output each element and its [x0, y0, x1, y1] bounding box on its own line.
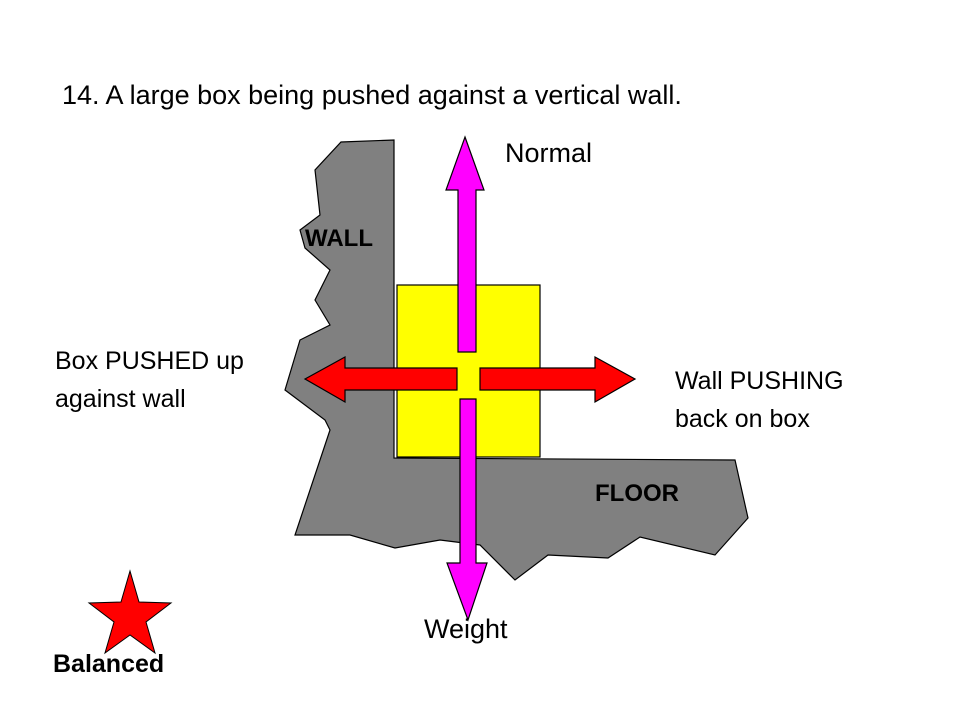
- star-icon: [87, 569, 173, 655]
- slide-title: 14. A large box being pushed against a v…: [62, 80, 682, 110]
- weight-force-arrow: [446, 398, 488, 622]
- weight-label: Weight: [424, 614, 508, 644]
- normal-force-arrow: [445, 135, 485, 353]
- reaction-label: Wall PUSHING back on box: [675, 362, 844, 438]
- balanced-label: Balanced: [53, 650, 165, 678]
- push-force-arrow: [303, 355, 458, 404]
- wall-and-floor-shape: [284, 139, 749, 581]
- reaction-label-line-1: Wall PUSHING: [675, 367, 844, 395]
- wall-label: WALL: [305, 225, 373, 252]
- normal-label: Normal: [505, 138, 593, 168]
- push-label-line-2: against wall: [55, 385, 186, 413]
- push-label-line-1: Box PUSHED up: [55, 347, 244, 375]
- push-label: Box PUSHED up against wall: [55, 342, 244, 418]
- reaction-label-line-2: back on box: [675, 405, 810, 433]
- floor-label: FLOOR: [595, 480, 679, 507]
- reaction-force-arrow: [479, 355, 637, 404]
